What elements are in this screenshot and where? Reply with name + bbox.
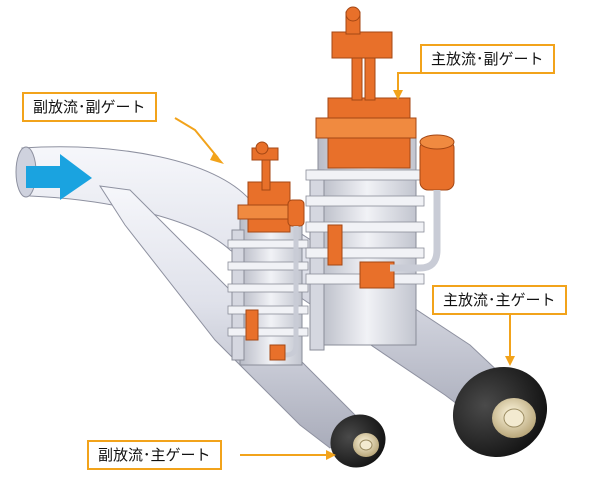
label-main-outlet-main-gate: 主放流･主ゲート [432, 285, 567, 315]
leader-arrowheads [210, 90, 515, 460]
label-main-outlet-aux-gate: 主放流･副ゲート [420, 44, 555, 74]
label-aux-outlet-main-gate: 副放流･主ゲート [87, 440, 222, 470]
aux-gate-ribs [227, 239, 309, 337]
aux-gate-assembly [227, 141, 309, 366]
aux-gate-cylinder [287, 199, 305, 227]
callout-leaders [174, 72, 511, 456]
arrow-right-icon [26, 154, 92, 200]
main-gate-assembly [305, 6, 455, 351]
label-aux-outlet-aux-gate: 副放流･副ゲート [22, 92, 157, 122]
main-gate-hoist-plate [331, 31, 393, 59]
aux-outlet-valve [330, 414, 386, 468]
main-outlet-valve [452, 366, 548, 458]
branch-pipe [98, 185, 361, 449]
